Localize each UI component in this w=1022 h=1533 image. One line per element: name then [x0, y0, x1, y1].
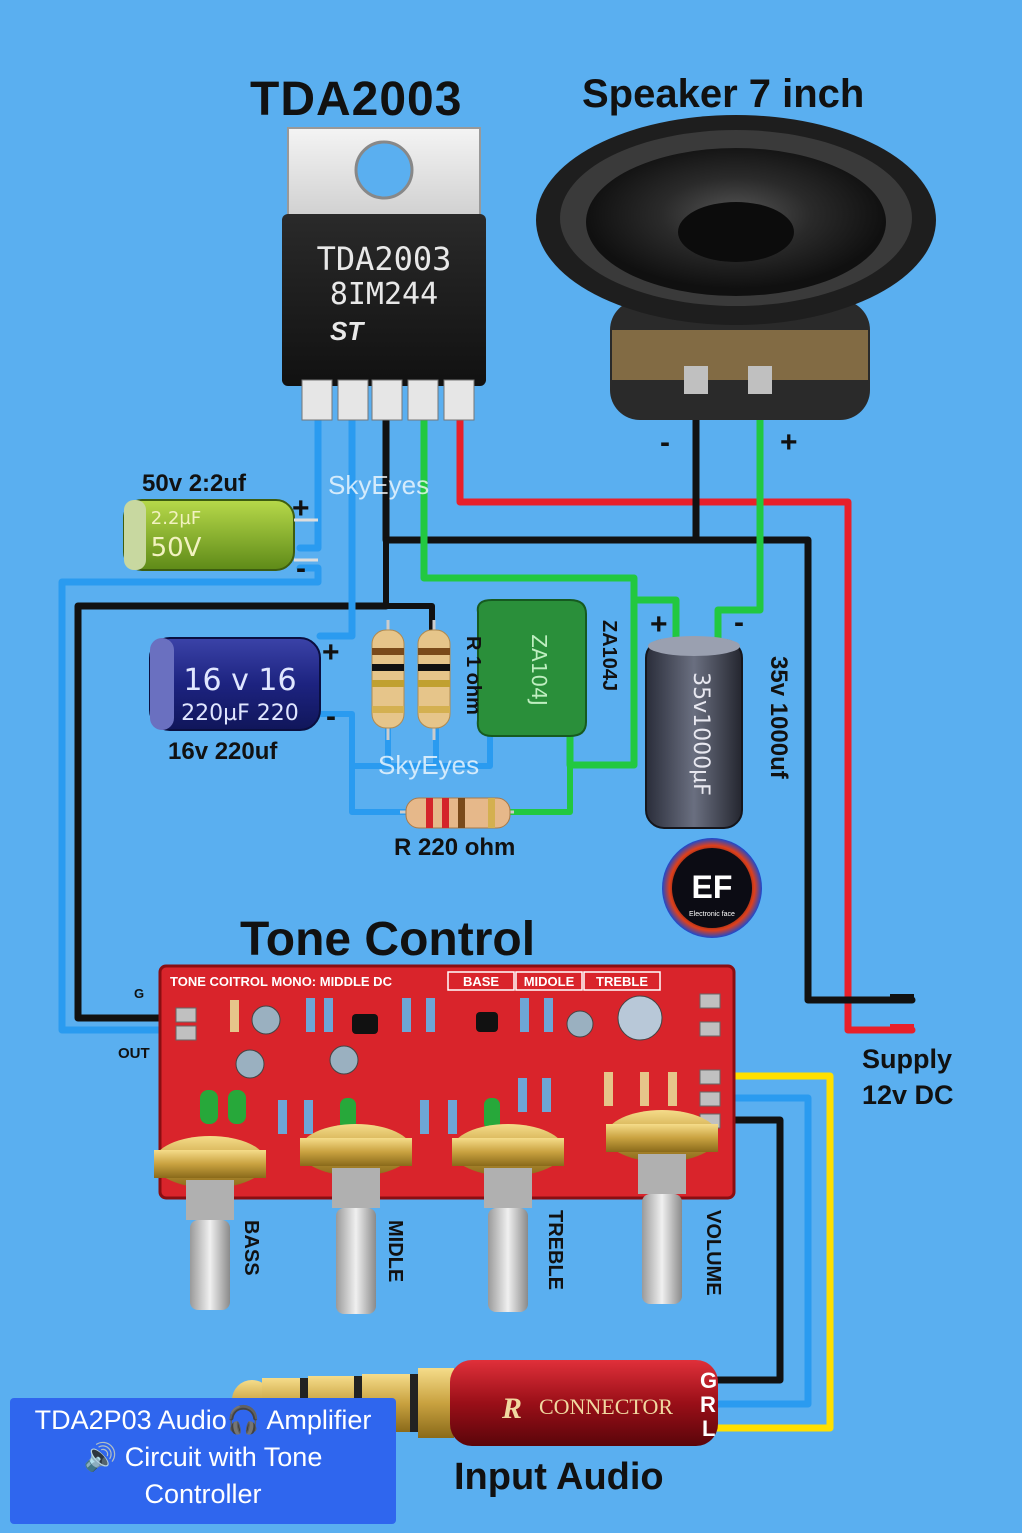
cap-1000uf: 35v1000µF [645, 636, 743, 829]
cap-220uf-minus: - [326, 700, 336, 733]
cap-1000uf-label: 35v 1000uf [765, 656, 792, 779]
pot-volume [606, 1110, 718, 1304]
connector-pin-r: R [700, 1392, 716, 1417]
speaker-dust-cap [678, 202, 794, 262]
resistor-220-ohm [400, 797, 514, 829]
resistor-1-ohm-b [417, 620, 451, 740]
ef-logo-text: EF [692, 869, 733, 905]
input-audio-label: Input Audio [454, 1456, 664, 1498]
wire-red-supply [456, 416, 916, 1034]
speaker-plus: + [780, 426, 798, 459]
wires [58, 388, 916, 1432]
tda2003-chip: TDA2003 8IM244 ST [282, 127, 486, 421]
cap-2-2uf-plus: + [292, 492, 310, 525]
resistor-1-ohm-label: R 1 ohm [462, 636, 484, 715]
cap-220uf-print-2: 220µF 220 [181, 701, 299, 726]
supply-label-1: Supply [862, 1044, 953, 1074]
wire-green-res220 [505, 762, 573, 815]
wire-green-cap1000 [630, 596, 680, 652]
connector-pin-g: G [700, 1368, 718, 1393]
caption-box: TDA2P03 Audio🎧 Amplifier 🔊 Circuit with … [10, 1398, 396, 1524]
board-pin-g: G [134, 986, 144, 1001]
cap-220uf-print-1: 16 v 16 [183, 663, 296, 698]
knob-label-treble: TREBLE [544, 1210, 566, 1290]
film-cap-label: ZA104J [598, 620, 620, 692]
caption-line-1: TDA2P03 Audio🎧 Amplifier [34, 1405, 372, 1435]
speaker-terminal-neg [684, 366, 708, 394]
chip-body [282, 214, 486, 386]
knob-label-volume: VOLUME [702, 1210, 724, 1296]
speaker-title: Speaker 7 inch [582, 72, 865, 116]
resistor-220-ohm-label: R 220 ohm [394, 834, 516, 861]
wire-blue-cap-minus [58, 564, 322, 1034]
pot-middle [300, 1124, 412, 1314]
chip-marking-2: 8IM244 [330, 277, 438, 312]
cap-220uf: 16 v 16 220µF 220 [149, 637, 321, 731]
svg-text:R: R [501, 1392, 522, 1425]
resistor-1-ohm-a [371, 620, 405, 740]
wire-blue-film [433, 733, 493, 769]
board-tab-middle: MIDOLE [524, 974, 575, 989]
board-tab-treble: TREBLE [596, 974, 648, 989]
cap-2-2uf-print-1: 2.2µF [151, 508, 201, 529]
cap-1000uf-plus: + [650, 608, 668, 641]
connector-pin-l: L [702, 1416, 716, 1441]
speaker-minus: - [660, 426, 670, 459]
board-tab-base: BASE [463, 974, 499, 989]
chip-pins [301, 379, 475, 421]
cap-1000uf-minus: - [734, 606, 744, 639]
cap-1000uf-print: 35v1000µF [688, 672, 713, 796]
board-pin-out: OUT [118, 1045, 150, 1062]
pot-treble [452, 1124, 564, 1312]
film-cap-za104j: ZA104J [476, 599, 587, 737]
wire-black-res1-top [383, 537, 435, 633]
svg-text:ZA104J: ZA104J [527, 634, 551, 705]
cap-2-2uf-minus: - [296, 552, 306, 585]
wire-black-board-g [74, 602, 390, 1022]
wire-green-speaker-pos [714, 388, 764, 652]
chip-title: TDA2003 [250, 73, 463, 126]
wire-blue-pin1 [296, 416, 322, 552]
ef-logo-sub: Electronic face [689, 911, 735, 918]
wire-blue-pin2 [316, 416, 356, 640]
wire-black-audio-g [708, 1116, 784, 1384]
speaker-terminal-pos [748, 366, 772, 394]
wire-yellow-audio-l [708, 1072, 834, 1432]
chip-st-logo: ST [330, 316, 365, 346]
board-components [200, 995, 677, 1134]
board-header: TONE COITROL MONO: MIDDLE DC [170, 974, 393, 989]
chip-marking-1: TDA2003 [317, 240, 452, 278]
knob-label-middle: MIDLE [384, 1220, 406, 1283]
wire-black-ground-main [382, 416, 916, 1004]
ef-logo-badge: EF Electronic face [662, 838, 762, 938]
cap-2-2uf: 2.2µF 50V [123, 499, 318, 571]
knob-label-bass: BASS [240, 1220, 262, 1276]
cap-2-2uf-label: 50v 2:2uf [142, 470, 247, 497]
cap-220uf-label: 16v 220uf [168, 738, 278, 765]
supply-terminals [890, 994, 914, 1030]
tone-control-title: Tone Control [240, 913, 536, 966]
supply-label-2: 12v DC [862, 1080, 954, 1110]
pot-bass [154, 1136, 266, 1310]
speaker-7-inch [536, 115, 936, 420]
chip-mounting-hole [354, 140, 414, 200]
wire-blue-audio-r [708, 1094, 812, 1408]
watermark-bottom: SkyEyes [378, 750, 480, 780]
wire-green-output [420, 416, 638, 769]
caption-line-3: Controller [144, 1479, 262, 1509]
cap-2-2uf-print-2: 50V [151, 533, 202, 563]
watermark-top: SkyEyes [328, 470, 430, 500]
caption-line-2: 🔊 Circuit with Tone [83, 1442, 323, 1472]
cap-220uf-plus: + [322, 636, 340, 669]
potentiometers [154, 1110, 718, 1314]
connector-brand: CONNECTOR [539, 1394, 673, 1419]
